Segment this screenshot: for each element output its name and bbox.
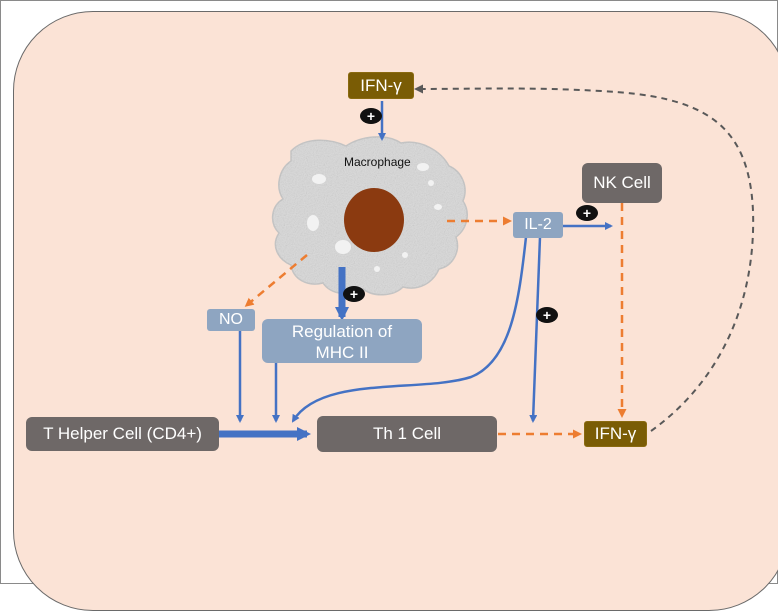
regulation-mhc-ii-node: Regulation of MHC II (262, 319, 422, 363)
plus-label: + (367, 108, 375, 124)
macrophage-cell (271, 136, 468, 296)
vacuole (402, 252, 408, 258)
vacuole (312, 174, 326, 184)
plus-sign-icon: + (536, 307, 558, 323)
nk-cell-node: NK Cell (582, 163, 662, 203)
vacuole (428, 180, 434, 186)
plus-label: + (543, 307, 551, 323)
no-node: NO (207, 309, 255, 331)
plus-sign-icon: + (343, 286, 365, 302)
background-panel (13, 11, 778, 611)
arrow-il2-to-th1 (291, 236, 528, 423)
nucleus (344, 188, 404, 252)
regulation-line1: Regulation of (291, 322, 393, 341)
ifn-gamma-top-node: IFN-γ (348, 72, 414, 99)
arrow-ifn-feedback (414, 84, 755, 432)
vacuole (307, 215, 319, 231)
ifn-gamma-bottom-node: IFN-γ (584, 421, 647, 447)
vacuole (374, 266, 380, 272)
vacuole (335, 240, 351, 254)
plus-label: + (350, 286, 358, 302)
plus-sign-icon: + (576, 205, 598, 221)
plus-label: + (583, 205, 591, 221)
vacuole (434, 204, 442, 210)
vacuole (417, 163, 429, 171)
il2-node: IL-2 (513, 212, 563, 238)
t-helper-cell-node: T Helper Cell (CD4+) (26, 417, 219, 451)
th1-cell-node: Th 1 Cell (317, 416, 497, 452)
diagram-canvas: + + + + (219, 84, 755, 441)
macrophage-label: Macrophage (344, 155, 411, 169)
arrow-il2-to-ifn-bottom (529, 236, 542, 423)
plus-sign-icon: + (360, 108, 382, 124)
regulation-line2: MHC II (315, 343, 369, 362)
